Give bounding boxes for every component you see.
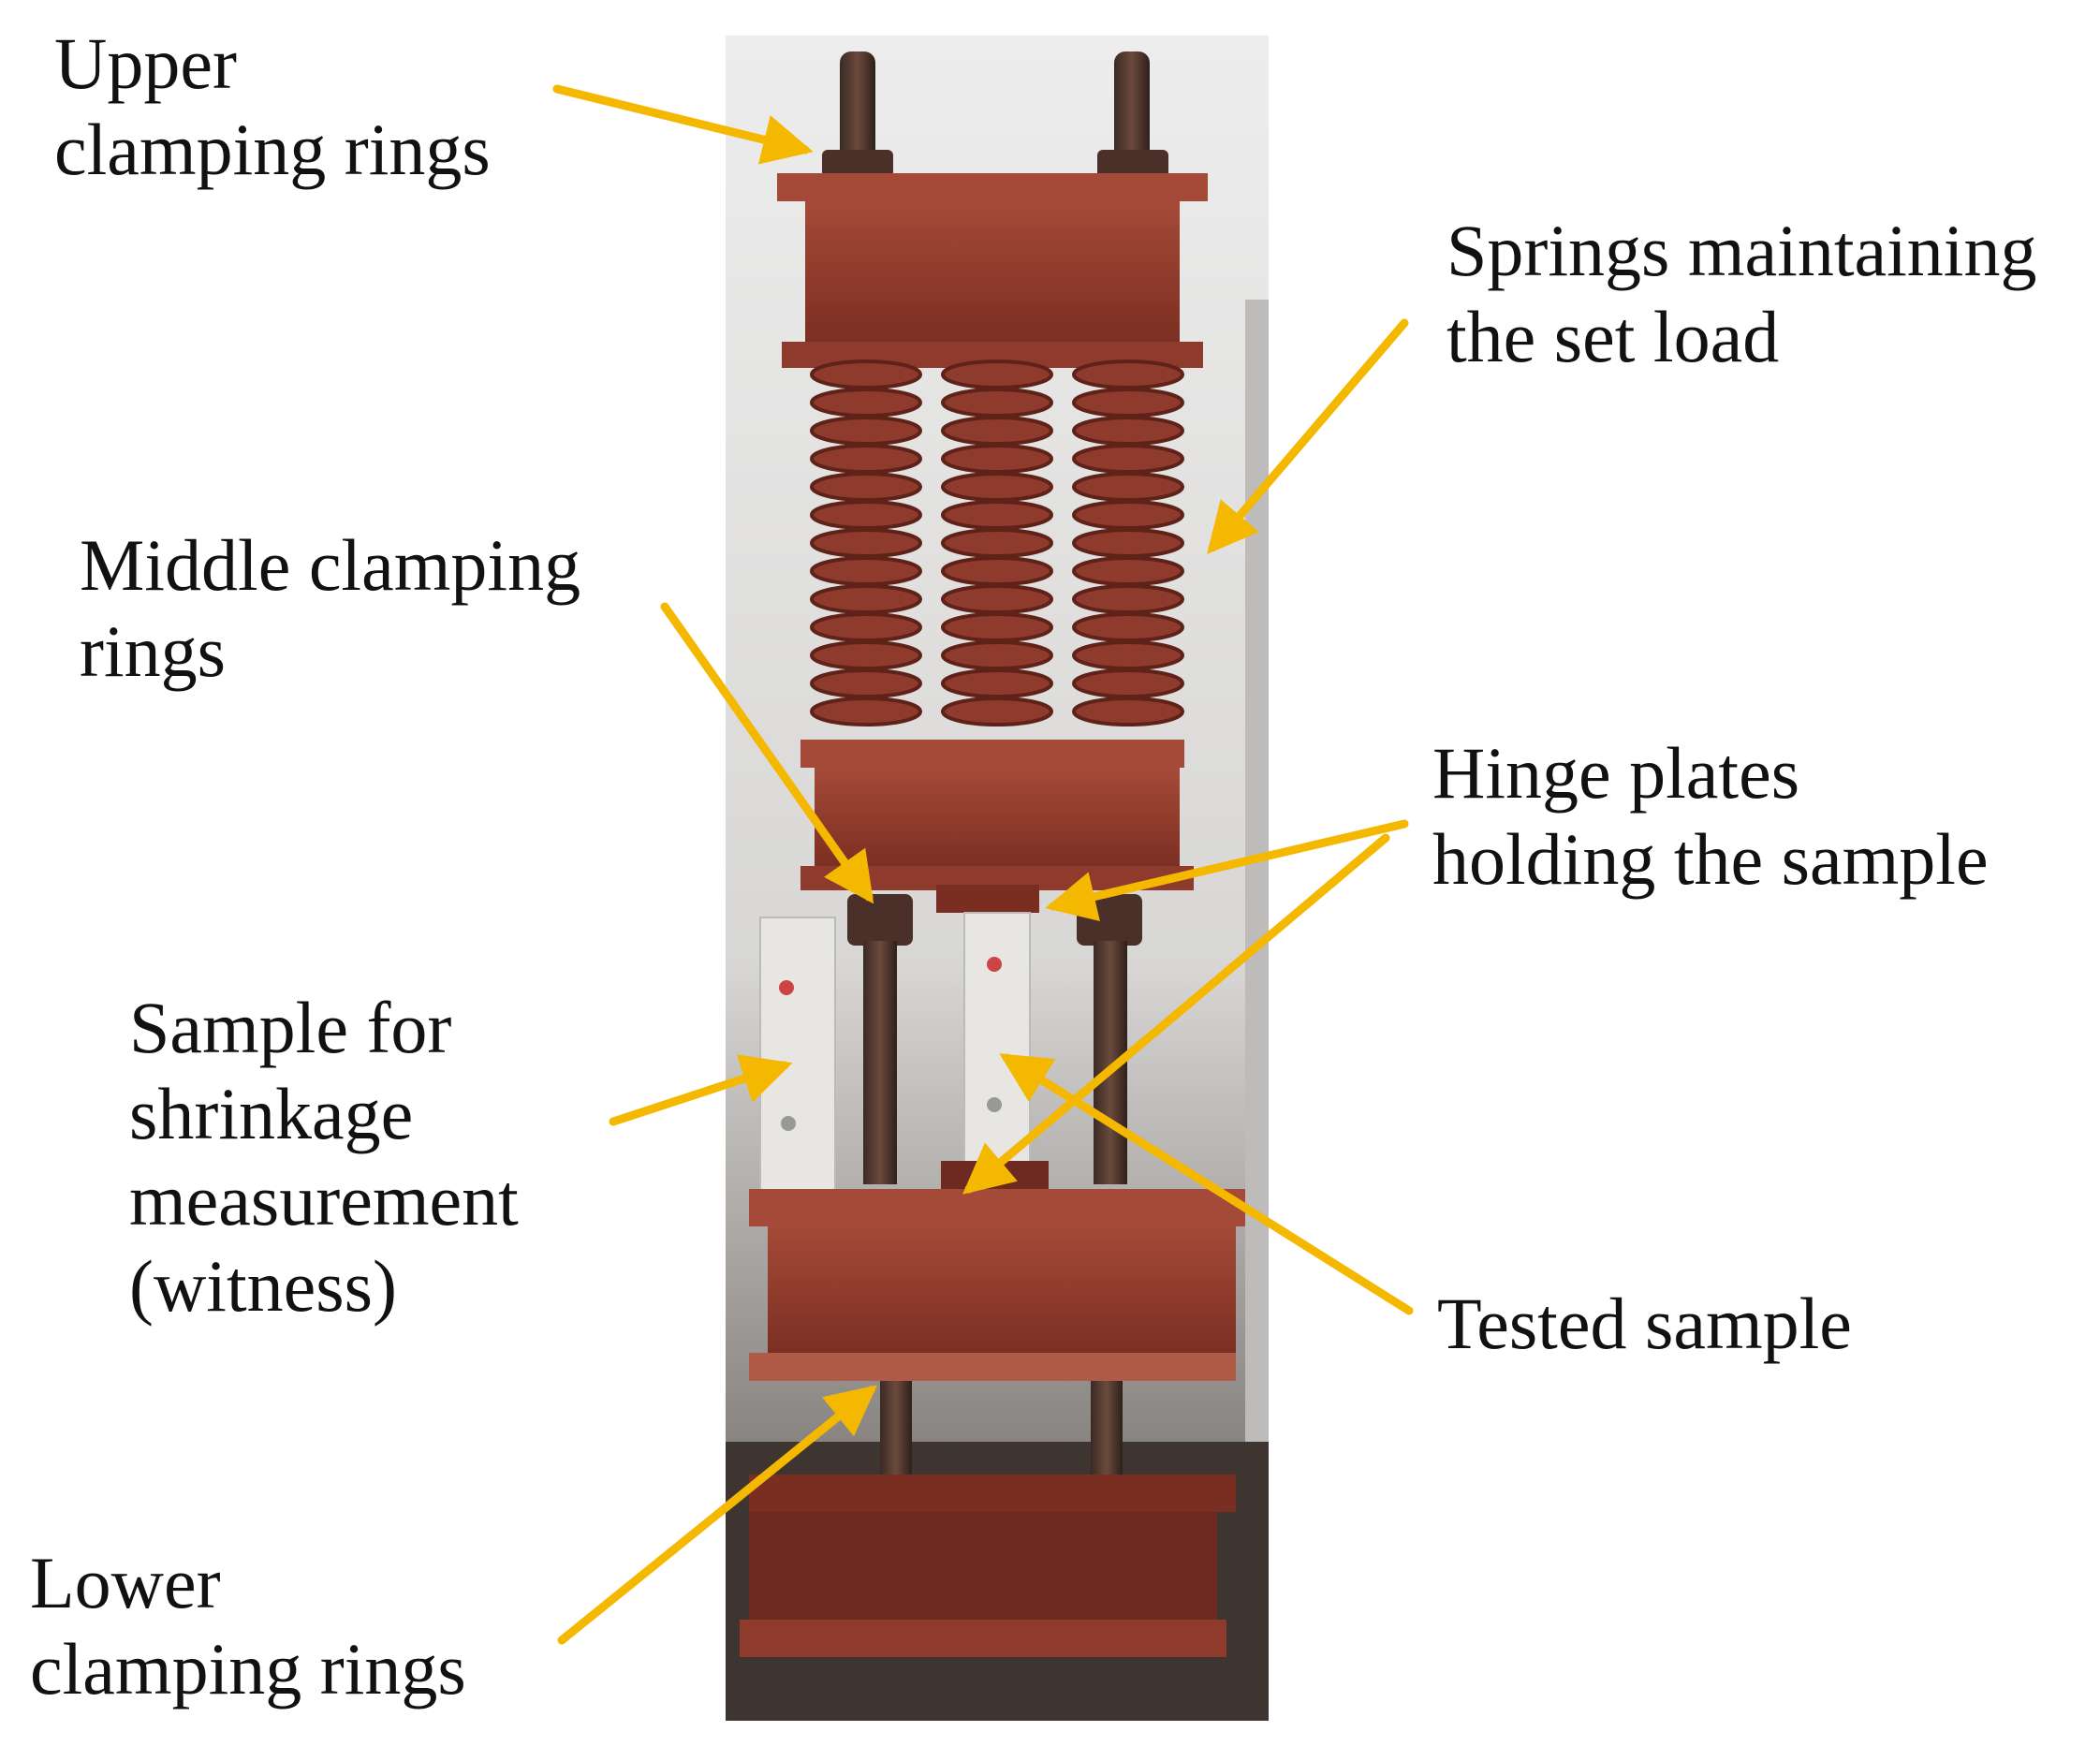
spring-3 — [1072, 360, 1184, 726]
spring-coil — [1072, 388, 1184, 418]
spring-coil — [1072, 444, 1184, 474]
spring-coil — [810, 416, 922, 446]
arrow-lower-clamping — [557, 1385, 877, 1645]
spring-coil — [1072, 697, 1184, 726]
spring-coil — [810, 472, 922, 502]
spring-coil — [941, 640, 1053, 670]
spring-coil — [941, 416, 1053, 446]
spring-coil — [1072, 640, 1184, 670]
spring-coil — [810, 640, 922, 670]
label-hinge-plates: Hinge plates holding the sample — [1432, 732, 1989, 900]
label-upper-clamping: Upper clamping rings — [54, 22, 491, 190]
arrow-hinge-bottom — [962, 833, 1390, 1195]
spring-coil — [941, 360, 1053, 389]
spring-coil — [941, 697, 1053, 726]
spring-coil — [1072, 584, 1184, 614]
base-frame — [740, 1475, 1236, 1657]
upper-clamping-rings — [822, 51, 1168, 180]
arrow-springs — [1207, 318, 1409, 554]
spring-coil — [810, 528, 922, 558]
spring-coil — [941, 584, 1053, 614]
spring-coil — [1072, 472, 1184, 502]
spring-1 — [810, 360, 922, 726]
upper-beam — [777, 173, 1208, 368]
spring-2 — [941, 360, 1053, 726]
spring-coil — [1072, 556, 1184, 586]
arrow-tested — [999, 1053, 1414, 1315]
spring-coil — [941, 472, 1053, 502]
spring-coil — [810, 556, 922, 586]
spring-coil — [1072, 416, 1184, 446]
spring-coil — [810, 388, 922, 418]
spring-coil — [810, 500, 922, 530]
spring-coil — [1072, 528, 1184, 558]
lower-beam — [749, 1189, 1245, 1381]
spring-coil — [941, 668, 1053, 698]
arrow-upper-clamping — [552, 84, 814, 165]
spring-coil — [941, 528, 1053, 558]
label-lower-clamping: Lower clamping rings — [30, 1542, 466, 1710]
spring-coil — [810, 444, 922, 474]
annotation-arrows — [552, 84, 1414, 1645]
label-tested-sample: Tested sample — [1437, 1283, 1852, 1364]
spring-coil — [1072, 668, 1184, 698]
spring-coil — [941, 612, 1053, 642]
label-middle-clamping: Middle clamping rings — [80, 524, 581, 692]
spring-coil — [941, 388, 1053, 418]
spring-coil — [810, 360, 922, 389]
hinge-plate-top — [936, 885, 1039, 913]
arrow-hinge-top — [1045, 819, 1409, 922]
witness-sample — [759, 917, 836, 1199]
spring-coil — [810, 697, 922, 726]
lower-clamping-rings — [880, 1381, 1123, 1484]
spring-coil — [941, 444, 1053, 474]
tested-sample — [963, 912, 1031, 1195]
spring-coil — [1072, 500, 1184, 530]
spring-coil — [810, 612, 922, 642]
arrow-witness — [609, 1054, 793, 1126]
spring-coil — [1072, 360, 1184, 389]
spring-coil — [810, 584, 922, 614]
spring-coil — [941, 556, 1053, 586]
middle-plate — [800, 740, 1194, 890]
label-witness-sample: Sample for shrinkage measurement (witnes… — [129, 987, 519, 1327]
spring-coil — [941, 500, 1053, 530]
arrow-middle-clamping — [660, 602, 874, 904]
spring-coil — [1072, 612, 1184, 642]
spring-coil — [810, 668, 922, 698]
springs — [810, 360, 1184, 726]
label-springs: Springs maintaining the set load — [1447, 210, 2037, 377]
